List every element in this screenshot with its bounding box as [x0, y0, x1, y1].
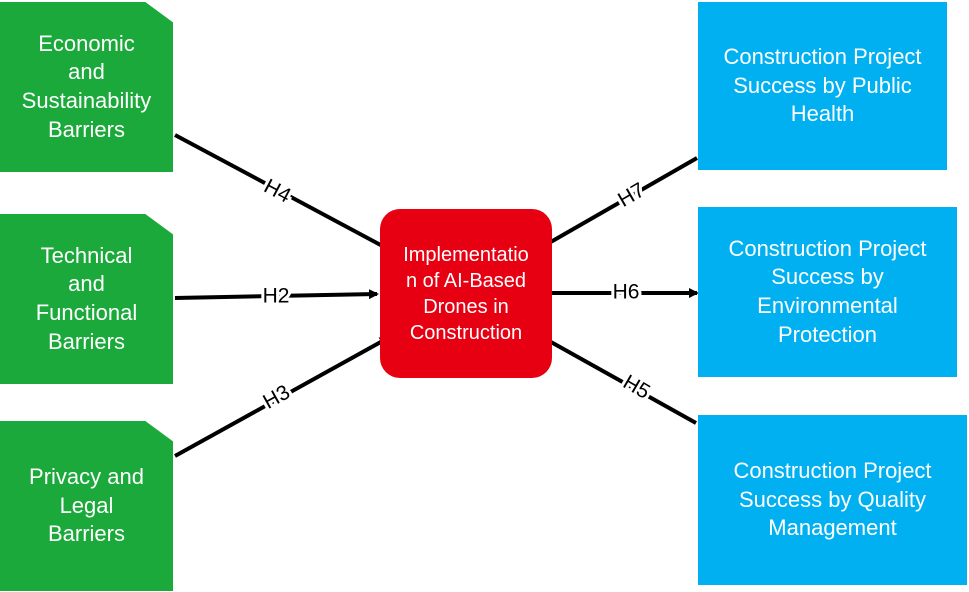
hypothesis-label-h4: H4	[260, 175, 295, 208]
hypothesis-label-h2: H2	[263, 285, 290, 308]
arrow-h4	[174, 133, 392, 252]
outcome-label-quality-management: Construction Project Success by Quality …	[733, 458, 932, 541]
arrow-h2	[174, 289, 379, 300]
line-h5	[541, 335, 697, 425]
outcome-box-quality-management: Construction Project Success by Quality …	[698, 415, 967, 585]
hypothesis-label-h7: H7	[614, 179, 649, 212]
hypothesis-label-h5: H5	[619, 371, 654, 404]
center-box-implementation: Implementatio n of AI-Based Drones in Co…	[380, 209, 552, 378]
arrow-h3	[174, 336, 390, 458]
barrier-label-technical: Technical and Functional Barriers	[35, 242, 138, 354]
barrier-label-economic: Economic and Sustainability Barriers	[21, 30, 152, 142]
hypothesis-label-h3: H3	[259, 381, 294, 414]
line-h7	[541, 156, 698, 249]
barrier-box-privacy: Privacy and Legal Barriers	[0, 421, 173, 591]
barrier-box-technical: Technical and Functional Barriers	[0, 214, 173, 384]
hypothesis-label-h6: H6	[613, 281, 640, 304]
outcome-box-environmental-protection: Construction Project Success by Environm…	[698, 207, 957, 377]
outcome-label-public-health: Construction Project Success by Public H…	[723, 44, 922, 127]
outcome-box-public-health: Construction Project Success by Public H…	[698, 2, 947, 170]
barrier-box-economic: Economic and Sustainability Barriers	[0, 2, 173, 172]
barrier-label-privacy: Privacy and Legal Barriers	[29, 464, 144, 547]
outcome-label-environmental-protection: Construction Project Success by Environm…	[728, 235, 927, 347]
center-label: Implementatio n of AI-Based Drones in Co…	[403, 243, 529, 344]
